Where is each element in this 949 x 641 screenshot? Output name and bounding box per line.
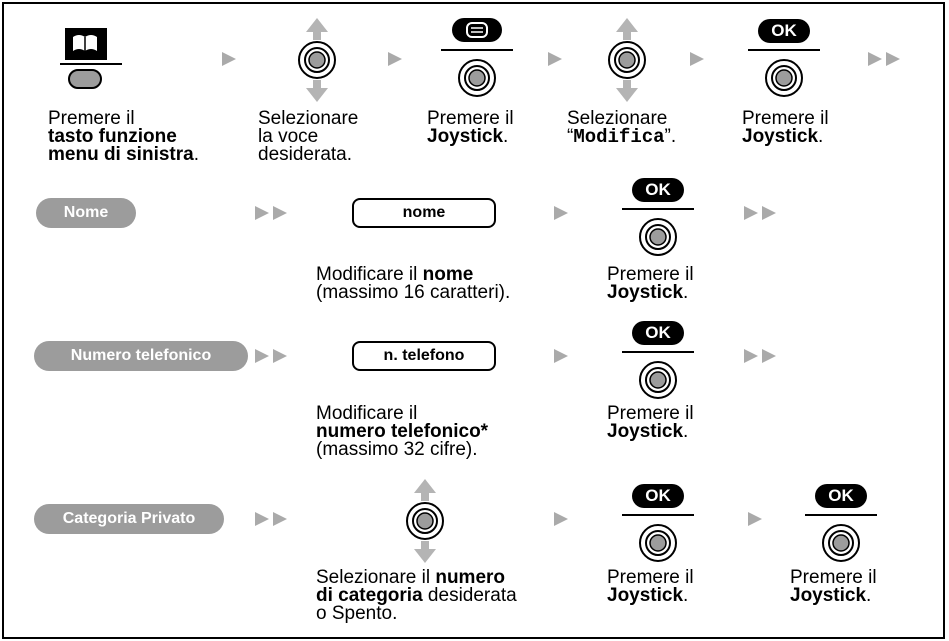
double-play-arrow-icon	[744, 349, 776, 363]
menu-joystick-graphic	[441, 18, 513, 104]
categoria-press-1: Premere il Joystick.	[607, 567, 694, 606]
ok-icon: OK	[632, 321, 684, 345]
step4-text: Selezionare “Modifica”.	[567, 108, 677, 148]
step3-text: Premere il Joystick.	[427, 108, 514, 147]
joystick-updown-graphic	[606, 18, 648, 102]
play-arrow-icon	[554, 512, 568, 526]
play-arrow-icon	[388, 52, 402, 66]
soft-key-icon	[68, 69, 102, 89]
phonebook-soft-key-graphic	[60, 28, 122, 90]
ok-icon: OK	[815, 484, 867, 508]
play-arrow-icon	[554, 206, 568, 220]
step5-text: Premere il Joystick.	[742, 108, 829, 147]
play-arrow-icon	[222, 52, 236, 66]
ok-icon: OK	[632, 178, 684, 202]
numero-press: Premere il Joystick.	[607, 403, 694, 442]
joystick-icon	[622, 514, 694, 562]
categoria-press-2: Premere il Joystick.	[790, 567, 877, 606]
double-play-arrow-icon	[868, 52, 900, 66]
play-arrow-icon	[548, 52, 562, 66]
joystick-updown-graphic	[404, 479, 446, 563]
phone-number-field: n. telefono	[352, 341, 496, 371]
joystick-icon	[805, 514, 877, 562]
branch-label-categoria-privato: Categoria Privato	[34, 504, 224, 534]
updown-arrow-icon	[616, 18, 638, 32]
joystick-icon	[748, 49, 820, 97]
joystick-icon	[622, 208, 694, 256]
updown-arrow-icon	[306, 18, 328, 32]
numero-desc: Modificare il numero telefonico* (massim…	[316, 403, 489, 460]
double-play-arrow-icon	[255, 512, 287, 526]
phonebook-icon	[60, 28, 122, 89]
double-play-arrow-icon	[255, 349, 287, 363]
joystick-updown-graphic	[296, 18, 338, 102]
step1-text: Premere il tasto funzione menu di sinist…	[48, 108, 199, 165]
play-arrow-icon	[748, 512, 762, 526]
ok-icon: OK	[632, 484, 684, 508]
nome-desc: Modificare il nome (massimo 16 caratteri…	[316, 264, 511, 303]
categoria-desc: Selezionare il numero di categoria desid…	[316, 567, 517, 624]
branch-label-numero-telefonico: Numero telefonico	[34, 341, 248, 371]
joystick-icon	[622, 351, 694, 399]
branch-label-nome: Nome	[36, 198, 136, 228]
nome-press: Premere il Joystick.	[607, 264, 694, 303]
play-arrow-icon	[554, 349, 568, 363]
name-field: nome	[352, 198, 496, 228]
double-play-arrow-icon	[744, 206, 776, 220]
ok-icon: OK	[758, 19, 810, 43]
play-arrow-icon	[690, 52, 704, 66]
updown-arrow-icon	[414, 479, 436, 493]
double-play-arrow-icon	[255, 206, 287, 220]
step2-text: Selezionare la voce desiderata.	[258, 108, 359, 165]
